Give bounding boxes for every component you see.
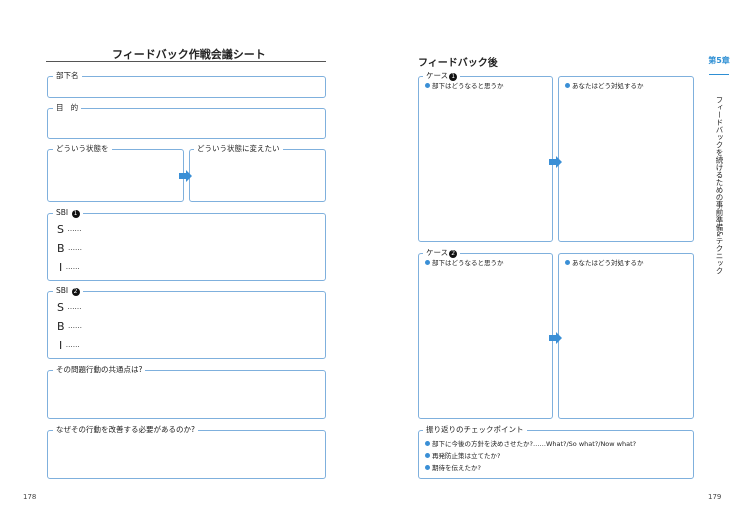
checkpoint-item-3: 期待を伝えたか? bbox=[425, 464, 481, 472]
checkpoint-item-2: 再発防止策は立てたか? bbox=[425, 452, 500, 460]
bullet-icon bbox=[425, 441, 430, 446]
right-arrow-icon bbox=[179, 170, 192, 182]
case2-subordinate-text: 部下はどうなると思うか bbox=[425, 259, 504, 267]
common-point-label: その問題行動の共通点は? bbox=[53, 365, 146, 374]
chapter-title: フィードバックを続けるための事前準備&テクニック bbox=[715, 96, 724, 275]
sbi2-s-line: S …… bbox=[57, 301, 82, 314]
bullet-icon bbox=[565, 83, 570, 88]
sbi1-box[interactable] bbox=[47, 213, 326, 281]
page-number-right: 179 bbox=[708, 493, 722, 501]
sbi1-b-line: B …… bbox=[57, 242, 83, 255]
after-feedback-title: フィードバック後 bbox=[418, 58, 498, 69]
desired-state-label: どういう状態に変えたい bbox=[194, 144, 283, 153]
page-number-left: 178 bbox=[23, 493, 37, 501]
purpose-label: 目 的 bbox=[53, 103, 82, 112]
current-state-label: どういう状態を bbox=[53, 144, 112, 153]
case1-subordinate-box[interactable] bbox=[418, 76, 553, 242]
checkpoint-item-1: 部下に今後の方針を決めさせたか?……What?/So what?/Now wha… bbox=[425, 440, 636, 448]
checkpoint-label: 振り返りのチェックポイント bbox=[423, 425, 527, 434]
case1-subordinate-text: 部下はどうなると思うか bbox=[425, 82, 504, 90]
sbi2-label: SBI 2 bbox=[53, 286, 83, 296]
case1-response-box[interactable] bbox=[558, 76, 694, 242]
chapter-divider bbox=[709, 74, 729, 75]
right-arrow-icon bbox=[549, 332, 562, 344]
bullet-icon bbox=[425, 465, 430, 470]
sheet-title: フィードバック作戦会議シート bbox=[112, 48, 266, 61]
checkpoint-box bbox=[418, 430, 694, 479]
right-arrow-icon bbox=[549, 156, 562, 168]
common-point-box[interactable] bbox=[47, 370, 326, 419]
case1-response-text: あなたはどう対処するか bbox=[565, 82, 644, 90]
subordinate-name-box[interactable] bbox=[47, 76, 326, 98]
case2-subordinate-box[interactable] bbox=[418, 253, 553, 419]
desired-state-box[interactable] bbox=[189, 149, 326, 202]
case2-response-box[interactable] bbox=[558, 253, 694, 419]
subordinate-name-label: 部下名 bbox=[53, 71, 82, 80]
purpose-box[interactable] bbox=[47, 108, 326, 139]
bullet-icon bbox=[425, 83, 430, 88]
sbi1-label: SBI 1 bbox=[53, 208, 83, 218]
bullet-icon bbox=[425, 260, 430, 265]
bullet-icon bbox=[565, 260, 570, 265]
chapter-tab: 第5章 bbox=[708, 56, 730, 65]
why-improve-box[interactable] bbox=[47, 430, 326, 479]
sbi1-s-line: S …… bbox=[57, 223, 82, 236]
why-improve-label: なぜその行動を改善する必要があるのか? bbox=[53, 425, 198, 434]
bullet-icon bbox=[425, 453, 430, 458]
sbi2-b-line: B …… bbox=[57, 320, 83, 333]
sbi1-i-line: I …… bbox=[59, 261, 80, 274]
title-underline bbox=[46, 61, 326, 62]
sbi2-i-line: I …… bbox=[59, 339, 80, 352]
sbi2-box[interactable] bbox=[47, 291, 326, 359]
case2-response-text: あなたはどう対処するか bbox=[565, 259, 644, 267]
current-state-box[interactable] bbox=[47, 149, 184, 202]
